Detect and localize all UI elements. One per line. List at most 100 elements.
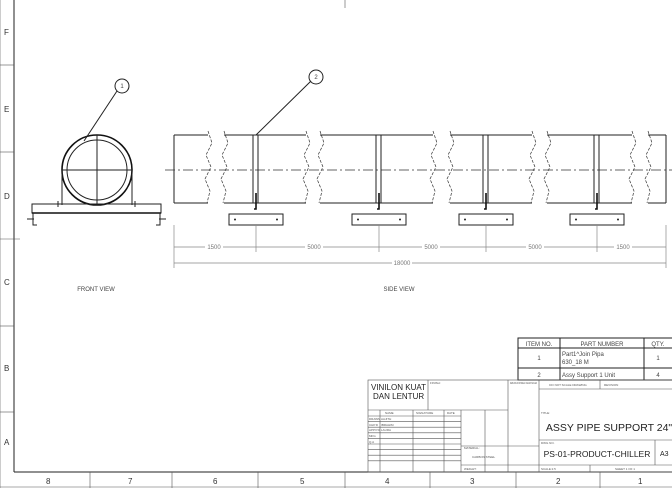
break-line (220, 130, 229, 204)
bolt-hole (575, 218, 577, 221)
col-signature: SIGNATURE (416, 411, 433, 415)
role-approved: APPV'D (369, 428, 381, 432)
bolt-hole (399, 218, 401, 221)
pipe-support (351, 134, 407, 252)
break-line (316, 130, 325, 204)
front-view[interactable] (27, 134, 166, 226)
bom-header-part: PART NUMBER (580, 342, 624, 348)
bom-item-no: 2 (537, 373, 541, 379)
bom-row: 2 Assy Support 1 Unit 4 (537, 373, 660, 379)
zone-col-3: 3 (470, 477, 475, 486)
role-drawn: DRAWN (369, 417, 380, 421)
title-label: TITLE: (541, 411, 550, 415)
scale-label: SCALE:1:5 (541, 467, 556, 471)
deburr-label: DEBURR AND BREAK SHARP EDGES (510, 381, 537, 385)
zone-column-labels: 8 7 6 5 4 3 2 1 (46, 477, 643, 486)
bom-qty: 1 (656, 356, 660, 362)
do-not-scale-label: DO NOT SCALE DRAWING (549, 383, 587, 387)
bolt-hole (617, 218, 619, 221)
bom-header-qty: QTY. (651, 342, 665, 348)
company-name-line2: DAN LENTUR (373, 392, 424, 401)
break-line (302, 130, 311, 204)
support-clamp (252, 134, 259, 204)
zone-col-8: 8 (46, 477, 51, 486)
balloon-2-label: 2 (314, 75, 318, 81)
break-line (429, 130, 438, 204)
pipe-support (569, 134, 625, 252)
zone-row-d: D (4, 192, 10, 201)
break-line (204, 130, 213, 204)
bolt-hole (506, 218, 508, 221)
bom-part-number-cont: 630_18 M (562, 360, 589, 366)
dim-5000-3: 5000 (528, 245, 542, 251)
bolt-hole (464, 218, 466, 221)
finish-label: FINISH: (430, 381, 441, 385)
company-name-line1: VINILON KUAT (371, 383, 426, 392)
zone-row-c: C (4, 278, 10, 287)
support-clamp (593, 134, 600, 204)
base-plate (569, 213, 625, 226)
break-line (543, 130, 552, 204)
support-bracket (254, 193, 257, 210)
front-view-label: FRONT VIEW (77, 287, 115, 293)
base-plate (458, 213, 514, 226)
revision-label: REVISION (604, 383, 618, 387)
dwg-no-label: DWG NO. (541, 441, 555, 445)
zone-col-1: 1 (638, 477, 643, 486)
dimension-lines (173, 225, 667, 268)
role-mfg: MFG (369, 434, 376, 438)
balloon-1-label: 1 (120, 84, 124, 90)
dim-5000-2: 5000 (424, 245, 438, 251)
zone-row-labels: F E D C B A (4, 28, 10, 447)
support-clamp (482, 134, 489, 204)
dim-1500-right: 1500 (616, 245, 630, 251)
zone-col-2: 2 (556, 477, 561, 486)
support-bracket (484, 193, 487, 210)
break-line (446, 130, 455, 204)
support-bracket (377, 193, 380, 210)
role-qa: Q.A (369, 440, 374, 444)
bom-qty: 4 (656, 373, 660, 379)
material-value: CARBON STEEL (472, 455, 496, 459)
break-line (644, 130, 653, 204)
zone-col-5: 5 (300, 477, 305, 486)
zone-row-a: A (4, 438, 10, 447)
side-view[interactable] (165, 130, 672, 252)
break-line (528, 130, 537, 204)
bolt-hole (357, 218, 359, 221)
name-drawn: AAJITH (381, 417, 391, 421)
bom-item-no: 1 (537, 356, 541, 362)
balloon-1[interactable]: 1 (83, 78, 130, 142)
bom-part-number: Assy Support 1 Unit (562, 373, 615, 379)
zone-row-e: E (4, 105, 9, 114)
break-line (628, 130, 637, 204)
bolt-hole (234, 218, 236, 221)
base-plate (351, 213, 407, 226)
name-checked: IBRAHIM (381, 423, 394, 427)
bom-header-item: ITEM NO. (526, 342, 553, 348)
zone-col-6: 6 (213, 477, 218, 486)
col-name: NAME (385, 411, 394, 415)
dim-5000-1: 5000 (307, 245, 321, 251)
zone-col-4: 4 (385, 477, 390, 486)
side-view-label: SIDE VIEW (383, 287, 414, 293)
name-approved: LAURA (381, 428, 391, 432)
zone-row-b: B (4, 364, 9, 373)
role-checked: CHK'D (369, 423, 379, 427)
support-bracket (595, 193, 598, 210)
base-plate (228, 213, 284, 226)
balloon-2[interactable]: 2 (255, 69, 324, 136)
sheet-size: A3 (660, 451, 669, 458)
support-clamp (375, 134, 382, 204)
dim-overall: 18000 (394, 261, 411, 267)
weight-label: WEIGHT: (464, 467, 477, 471)
pipe-support (458, 134, 514, 252)
bom-row: 1 Part1^Join Pipa 630_18 M 1 (537, 352, 660, 366)
bolt-hole (276, 218, 278, 221)
sheet-label: SHEET 1 OF 1 (615, 467, 635, 471)
zone-col-7: 7 (128, 477, 133, 486)
material-label: MATERIAL: (464, 446, 480, 450)
col-date: DATE (447, 411, 455, 415)
